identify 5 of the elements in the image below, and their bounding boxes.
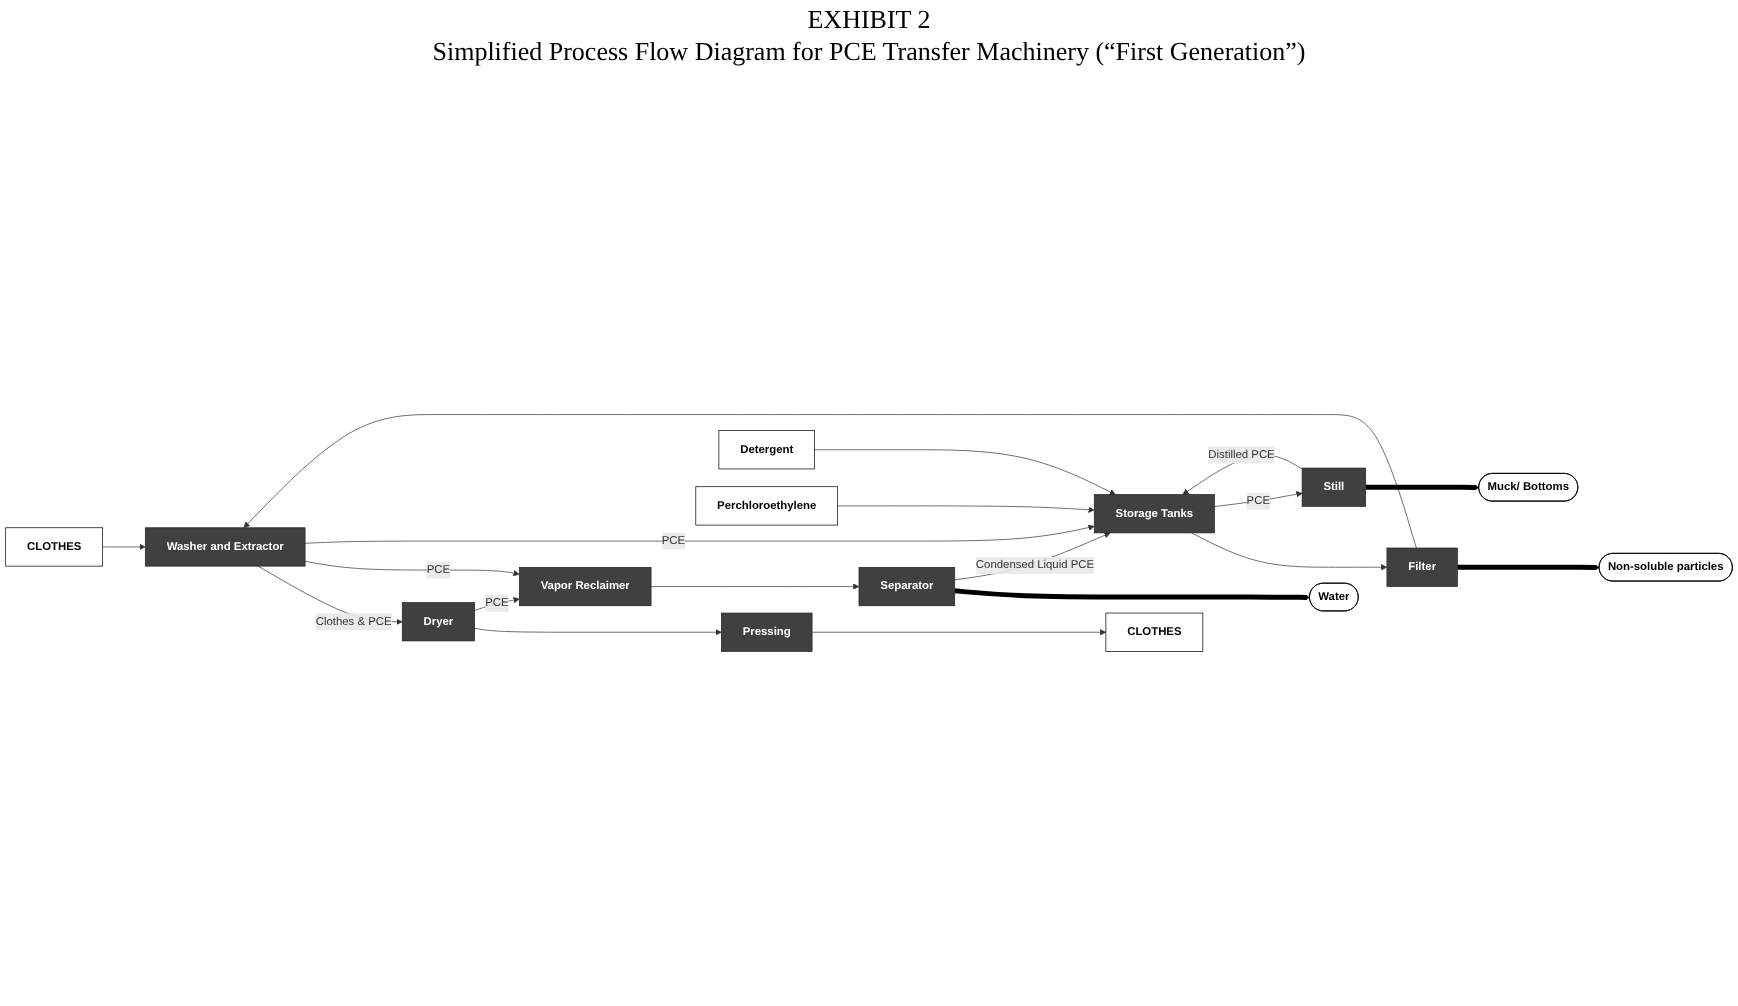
exhibit-title: EXHIBIT 2: [805, 4, 933, 36]
arrow: [1364, 484, 1480, 491]
diagram-subtitle: Simplified Process Flow Diagram for PCE Transfer Machinery (“First Generation”): [430, 36, 1308, 68]
arrow: [1456, 564, 1600, 571]
arrow: [954, 588, 1311, 601]
